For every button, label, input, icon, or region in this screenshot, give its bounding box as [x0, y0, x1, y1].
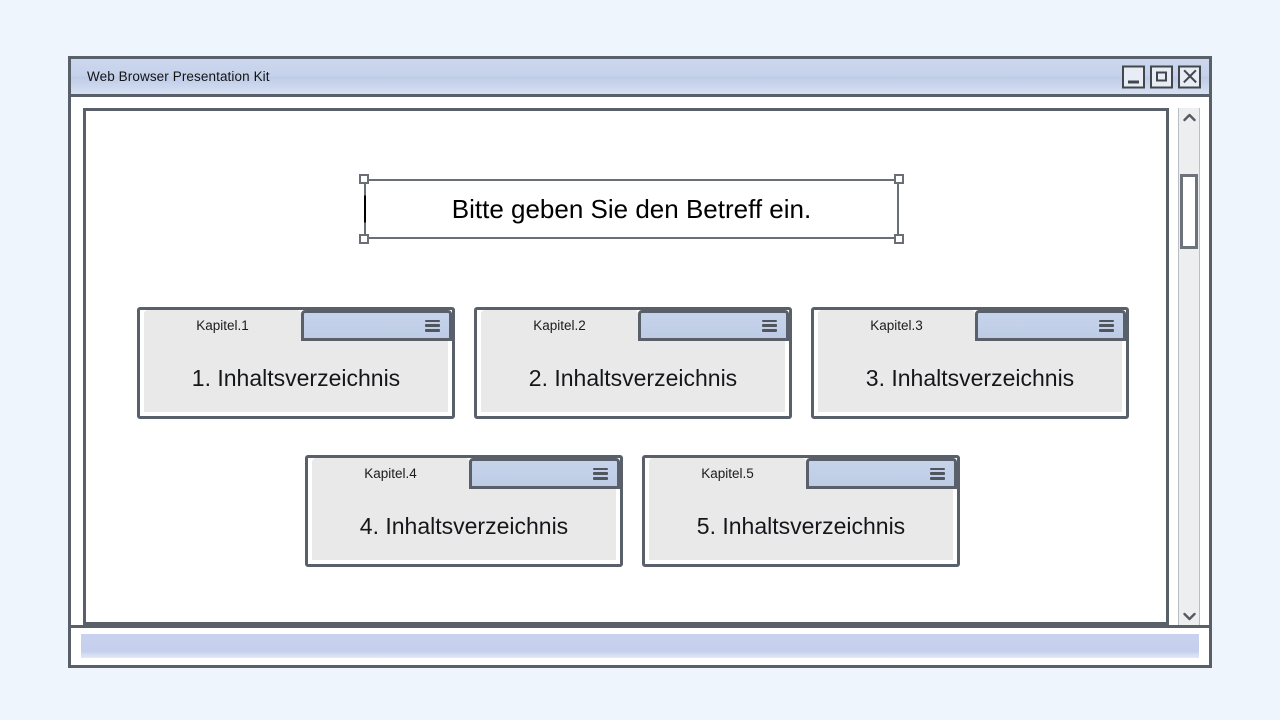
chevron-up-icon [1182, 113, 1196, 121]
card-body: 1. Inhaltsverzeichnis [144, 345, 448, 412]
card-inner: Kapitel.5 5. Inhaltsverzeichnis [649, 458, 957, 560]
card-body-text: 1. Inhaltsverzeichnis [191, 365, 401, 391]
chapter-card[interactable]: Kapitel.2 2. Inhaltsverzeichnis [474, 307, 792, 419]
scroll-up-button[interactable] [1179, 108, 1199, 126]
card-tab-label: Kapitel.4 [364, 466, 417, 481]
close-icon [1180, 67, 1199, 86]
card-header-bar[interactable] [469, 458, 620, 489]
chapter-card[interactable]: Kapitel.5 5. Inhaltsverzeichnis [642, 455, 960, 567]
card-header-bar[interactable] [806, 458, 957, 489]
card-body: 5. Inhaltsverzeichnis [649, 493, 953, 560]
minimize-icon [1128, 80, 1139, 83]
card-tab[interactable]: Kapitel.5 [649, 458, 806, 489]
card-tab[interactable]: Kapitel.2 [481, 310, 638, 341]
chapter-card[interactable]: Kapitel.1 1. Inhaltsverzeichnis [137, 307, 455, 419]
selection-handle-bottom-left[interactable] [359, 234, 369, 244]
card-inner: Kapitel.1 1. Inhaltsverzeichnis [144, 310, 452, 412]
application-window: Web Browser Presentation Kit Bitte geben… [68, 56, 1212, 668]
chevron-down-icon [1182, 612, 1196, 620]
maximize-button[interactable] [1150, 65, 1173, 88]
chapter-card[interactable]: Kapitel.3 3. Inhaltsverzeichnis [811, 307, 1129, 419]
card-tab-label: Kapitel.3 [870, 318, 923, 333]
scroll-down-button[interactable] [1179, 607, 1199, 625]
card-tab[interactable]: Kapitel.1 [144, 310, 301, 341]
window-titlebar[interactable]: Web Browser Presentation Kit [71, 59, 1209, 97]
slide-canvas[interactable]: Bitte geben Sie den Betreff ein. Kapitel… [83, 108, 1169, 625]
window-body: Bitte geben Sie den Betreff ein. Kapitel… [71, 97, 1209, 625]
card-tab-row: Kapitel.3 [818, 310, 1126, 341]
card-body: 3. Inhaltsverzeichnis [818, 345, 1122, 412]
card-tab-label: Kapitel.2 [533, 318, 586, 333]
card-tab-row: Kapitel.2 [481, 310, 789, 341]
scrollbar-thumb[interactable] [1180, 174, 1198, 249]
hamburger-icon[interactable] [930, 467, 945, 480]
text-caret [364, 195, 366, 223]
card-body-text: 5. Inhaltsverzeichnis [696, 513, 906, 539]
card-tab-label: Kapitel.1 [196, 318, 249, 333]
selection-handle-top-right[interactable] [894, 174, 904, 184]
status-bar-band [81, 634, 1199, 658]
window-controls [1122, 65, 1201, 88]
slide-title-textbox[interactable]: Bitte geben Sie den Betreff ein. [359, 174, 904, 244]
card-tab-row: Kapitel.5 [649, 458, 957, 489]
hamburger-icon[interactable] [425, 319, 440, 332]
card-body-text: 3. Inhaltsverzeichnis [865, 365, 1075, 391]
card-header-bar[interactable] [301, 310, 452, 341]
scrollbar-track[interactable] [1179, 126, 1199, 607]
card-inner: Kapitel.4 4. Inhaltsverzeichnis [312, 458, 620, 560]
card-inner: Kapitel.3 3. Inhaltsverzeichnis [818, 310, 1126, 412]
card-tab-row: Kapitel.1 [144, 310, 452, 341]
hamburger-icon[interactable] [762, 319, 777, 332]
card-body: 4. Inhaltsverzeichnis [312, 493, 616, 560]
card-header-bar[interactable] [975, 310, 1126, 341]
vertical-scrollbar[interactable] [1178, 108, 1200, 625]
card-body-text: 4. Inhaltsverzeichnis [359, 513, 569, 539]
card-inner: Kapitel.2 2. Inhaltsverzeichnis [481, 310, 789, 412]
maximize-icon [1156, 71, 1167, 82]
hamburger-icon[interactable] [1099, 319, 1114, 332]
card-tab-row: Kapitel.4 [312, 458, 620, 489]
selection-handle-bottom-right[interactable] [894, 234, 904, 244]
close-button[interactable] [1178, 65, 1201, 88]
card-body-text: 2. Inhaltsverzeichnis [528, 365, 738, 391]
card-body: 2. Inhaltsverzeichnis [481, 345, 785, 412]
status-bar [71, 625, 1209, 665]
card-tab-label: Kapitel.5 [701, 466, 754, 481]
minimize-button[interactable] [1122, 65, 1145, 88]
card-tab[interactable]: Kapitel.4 [312, 458, 469, 489]
hamburger-icon[interactable] [593, 467, 608, 480]
card-header-bar[interactable] [638, 310, 789, 341]
chapter-card[interactable]: Kapitel.4 4. Inhaltsverzeichnis [305, 455, 623, 567]
slide-title-text: Bitte geben Sie den Betreff ein. [451, 193, 812, 224]
card-tab[interactable]: Kapitel.3 [818, 310, 975, 341]
window-title: Web Browser Presentation Kit [87, 69, 270, 84]
selection-handle-top-left[interactable] [359, 174, 369, 184]
